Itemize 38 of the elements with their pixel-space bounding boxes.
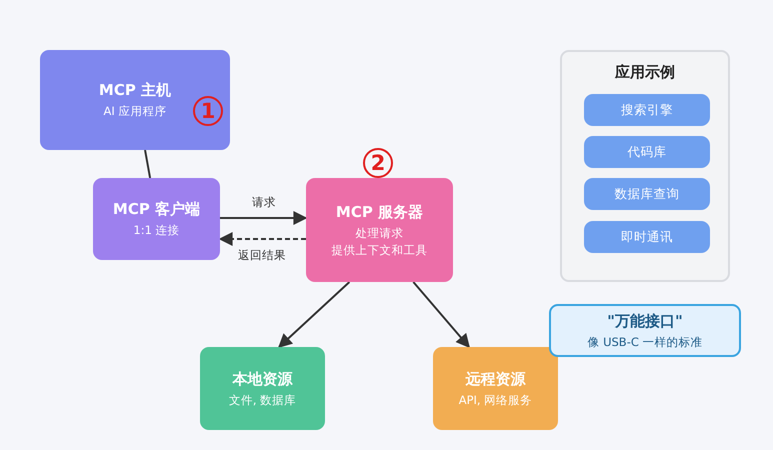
node-title: 代码库 <box>628 143 666 161</box>
example-box <box>584 221 710 253</box>
arrow <box>218 232 306 246</box>
node-title: 数据库查询 <box>614 185 680 203</box>
node-title: 即时通讯 <box>621 228 673 246</box>
node-subtitle: API, 网络服务 <box>458 392 532 408</box>
server-box <box>306 178 453 282</box>
node-title: 本地资源 <box>232 368 292 388</box>
node-subtitle: 提供上下文和工具 <box>332 242 428 258</box>
arrow <box>220 211 308 225</box>
edge-label: 请求 <box>250 195 278 210</box>
node-subtitle: 像 USB-C 一样的标准 <box>587 334 703 350</box>
node-subtitle: 文件, 数据库 <box>228 392 296 408</box>
node-subtitle: AI 应用程序 <box>104 103 166 120</box>
arrow <box>412 281 470 348</box>
resource-box <box>200 347 325 430</box>
edge-label: 返回结果 <box>236 248 288 263</box>
connector-line <box>144 150 152 178</box>
client-box <box>93 178 220 260</box>
arrow <box>278 281 350 348</box>
node-title: 搜索引擎 <box>621 101 673 119</box>
example-box <box>584 136 710 168</box>
callout-number: 2 <box>363 148 393 178</box>
host-box <box>40 50 230 150</box>
resource-box <box>433 347 558 430</box>
example-box <box>584 178 710 210</box>
node-subtitle: 处理请求 <box>356 224 404 242</box>
node-title: "万能接口" <box>607 310 683 330</box>
node-subtitle: 1:1 连接 <box>133 222 180 239</box>
node-title: MCP 服务器 <box>336 202 424 222</box>
callout-number: 1 <box>193 96 223 126</box>
panel <box>560 50 730 282</box>
node-title: 应用示例 <box>615 62 675 82</box>
node-title: MCP 主机 <box>98 80 172 100</box>
note-box <box>549 304 741 357</box>
example-box <box>584 94 710 126</box>
node-title: MCP 客户端 <box>112 199 200 219</box>
node-title: 远程资源 <box>466 368 526 388</box>
